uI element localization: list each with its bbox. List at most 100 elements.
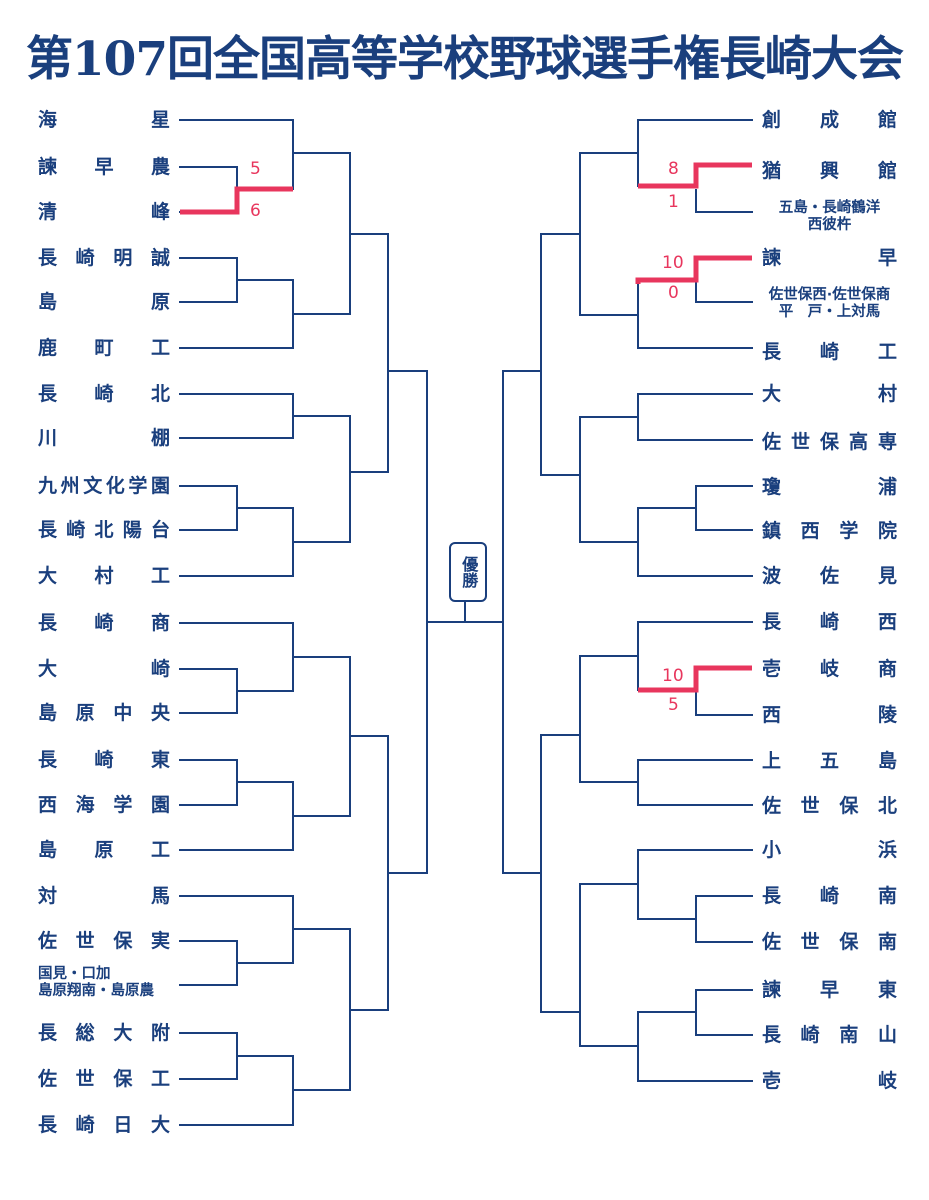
team-name-char: 長 [38, 519, 58, 541]
team-name-char: 世 [75, 1068, 95, 1090]
team-name-char: 崎 [819, 341, 839, 363]
team-name-char: 明 [113, 247, 133, 269]
team-name-char: 村 [94, 565, 114, 587]
team-name-char: 北 [877, 795, 897, 817]
team-name-char: 島 [38, 839, 58, 861]
winner-path-ikisho [638, 665, 752, 693]
team-name-char: 佐 [38, 1068, 58, 1090]
score-label: 6 [250, 201, 261, 221]
team-name-char: 棚 [150, 427, 170, 449]
team-name-char: 北 [150, 383, 170, 405]
team-name-char: 岐 [819, 658, 839, 680]
team-right: 佐世保高専 [762, 433, 897, 452]
team-name-char: 早 [819, 979, 839, 1001]
team-name-char: 保 [113, 930, 133, 952]
team-name-char: 長 [38, 1114, 58, 1136]
team-name-line: 平 戸・上対馬 [778, 304, 881, 321]
team-name-char: 総 [75, 1022, 95, 1044]
team-right: 鎮西学院 [762, 522, 897, 541]
team-name-char: 西 [762, 704, 782, 726]
score-label: 1 [668, 192, 679, 212]
team-name-char: 原 [94, 839, 114, 861]
team-name-char: 成 [819, 109, 839, 131]
team-left: 島原中央 [38, 704, 170, 723]
team-right: 長崎西 [762, 613, 897, 632]
team-name-char: 崎 [94, 749, 114, 771]
bracket-line [349, 152, 389, 1091]
bracket-line [637, 119, 753, 1082]
team-right: 佐世保西·佐世保商平 戸・上対馬 [762, 287, 897, 322]
team-name-char: 原 [150, 291, 170, 313]
score-label: 5 [668, 695, 679, 715]
team-name-char: 早 [877, 247, 897, 269]
team-name-char: 南 [839, 1024, 859, 1046]
team-name-char: 世 [790, 431, 810, 453]
team-right: 佐世保南 [762, 933, 897, 952]
team-right: 長崎南 [762, 887, 897, 906]
team-right: 波佐見 [762, 567, 897, 586]
team-right: 長崎工 [762, 343, 897, 362]
team-name-char: 島 [38, 702, 58, 724]
team-name-char: 原 [75, 702, 95, 724]
team-left: 佐世保工 [38, 1070, 170, 1089]
team-name-char: 星 [150, 109, 170, 131]
team-name-char: 世 [800, 795, 820, 817]
team-name-char: 峰 [150, 201, 170, 223]
team-name-char: 長 [38, 247, 58, 269]
team-name-char: 園 [150, 475, 170, 497]
score-label: 8 [668, 159, 679, 179]
team-name-char: 世 [800, 931, 820, 953]
team-name-char: 九 [38, 475, 58, 497]
team-left: 国見・口加島原翔南・島原農 [38, 966, 170, 1001]
team-name-line: 佐世保西·佐世保商 [768, 287, 891, 303]
team-name-char: 館 [877, 160, 897, 182]
team-left: 長崎東 [38, 751, 170, 770]
team-left: 大村工 [38, 567, 170, 586]
winner-path-yukokan [638, 162, 752, 189]
team-name-char: 保 [839, 795, 859, 817]
team-name-char: 西 [877, 611, 897, 633]
team-name-char: 院 [877, 520, 897, 542]
team-name-char: 館 [877, 109, 897, 131]
team-name-char: 諫 [762, 247, 782, 269]
team-name-char: 崎 [819, 611, 839, 633]
team-left: 清峰 [38, 203, 170, 222]
team-name-char: 長 [38, 749, 58, 771]
team-name-char: 学 [839, 520, 859, 542]
bracket-line [637, 189, 697, 1036]
team-name-char: 壱 [762, 1070, 782, 1092]
team-right: 猶興館 [762, 162, 897, 181]
team-name-char: 東 [877, 979, 897, 1001]
score-label: 10 [662, 253, 684, 273]
team-name-char: 村 [877, 383, 897, 405]
team-name-char: 岐 [877, 1070, 897, 1092]
team-name-char: 島 [38, 291, 58, 313]
team-name-char: 保 [113, 1068, 133, 1090]
team-name-char: 長 [38, 1022, 58, 1044]
team-name-char: 化 [105, 475, 125, 497]
team-name-char: 小 [762, 839, 782, 861]
score-label: 10 [662, 666, 684, 686]
team-right: 五島・長崎鶴洋西彼杵 [762, 200, 897, 235]
team-name-char: 大 [762, 383, 782, 405]
team-name-char: 五 [819, 750, 839, 772]
team-name-char: 上 [762, 750, 782, 772]
bracket-line [579, 119, 639, 1082]
winner-path-isahaya [635, 255, 752, 284]
team-right: 西陵 [762, 706, 897, 725]
team-name-char: 学 [113, 794, 133, 816]
team-name-char: 見 [877, 565, 897, 587]
team-name-char: 壱 [762, 658, 782, 680]
team-name-char: 長 [762, 1024, 782, 1046]
team-name-char: 長 [762, 885, 782, 907]
team-name-char: 海 [38, 109, 58, 131]
team-name-char: 島 [877, 750, 897, 772]
bracket-line [387, 233, 428, 1011]
team-name-char: 工 [150, 839, 170, 861]
team-name-char: 崎 [75, 1114, 95, 1136]
team-left: 大崎 [38, 660, 170, 679]
team-name-char: 波 [762, 565, 782, 587]
team-name-line: 五島・長崎鶴洋 [778, 200, 881, 216]
team-name-char: 川 [38, 427, 58, 449]
team-right: 創成館 [762, 111, 897, 130]
